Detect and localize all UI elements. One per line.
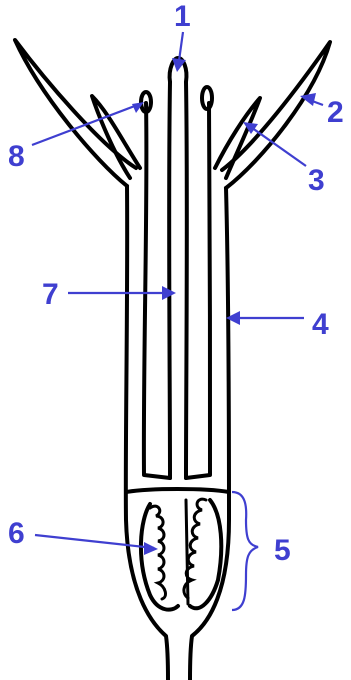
label-8: 8 <box>8 140 25 173</box>
label-2: 2 <box>327 96 344 129</box>
label-5: 5 <box>274 534 291 567</box>
label-1: 1 <box>174 0 191 33</box>
right-anther <box>202 87 212 109</box>
ovary-chamber <box>141 500 221 610</box>
arrowhead-6 <box>144 542 158 555</box>
label-4: 4 <box>312 308 329 341</box>
bracket-5 <box>232 492 258 610</box>
ovules-left <box>150 506 165 599</box>
arrowheads <box>132 58 316 555</box>
ovary-divider <box>186 500 188 604</box>
label-6: 6 <box>8 517 25 550</box>
right-stamen <box>186 103 210 478</box>
style-right <box>186 82 187 478</box>
pointer-6 <box>35 535 154 548</box>
style <box>169 82 170 478</box>
label-3: 3 <box>308 164 325 197</box>
label-7: 7 <box>42 278 59 311</box>
ovary-top <box>126 489 229 492</box>
